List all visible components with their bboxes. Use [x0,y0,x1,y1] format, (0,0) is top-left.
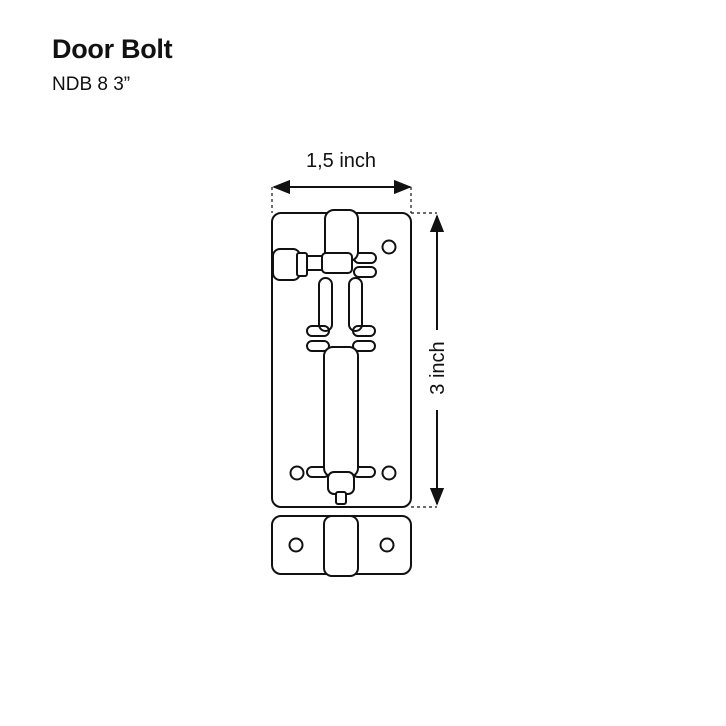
slot-left [318,277,333,332]
strike-hole-left [288,537,304,553]
mounting-hole-bottom-right [381,465,397,481]
strike-hole-right [379,537,395,553]
knob-collar [321,252,353,274]
guide-tab-mid-right-2 [352,340,376,352]
bolt-knob [272,248,301,281]
product-title: Door Bolt [52,34,173,64]
height-label: 3 inch [427,341,449,394]
guide-tab-mid-left-1 [306,325,330,337]
mounting-hole-bottom-left [289,465,305,481]
guide-tab-top-right-2 [353,266,377,278]
width-dimension: 1,5 inch [271,150,412,213]
bolt-tip [327,471,355,495]
bolt-tip-end [335,491,347,505]
product-model: NDB 8 3” [52,74,131,95]
mounting-hole-top-right [381,239,397,255]
width-label: 1,5 inch [306,150,376,172]
bolt-shaft [323,346,359,478]
strike-keeper [323,515,359,577]
guide-tab-mid-right-1 [352,325,376,337]
height-dimension: 3 inch [411,212,449,508]
slot-right [348,277,363,332]
guide-tab-mid-left-2 [306,340,330,352]
bolt-knob-neck [296,252,308,277]
bolt-plate [271,209,412,508]
strike-plate [271,515,412,577]
